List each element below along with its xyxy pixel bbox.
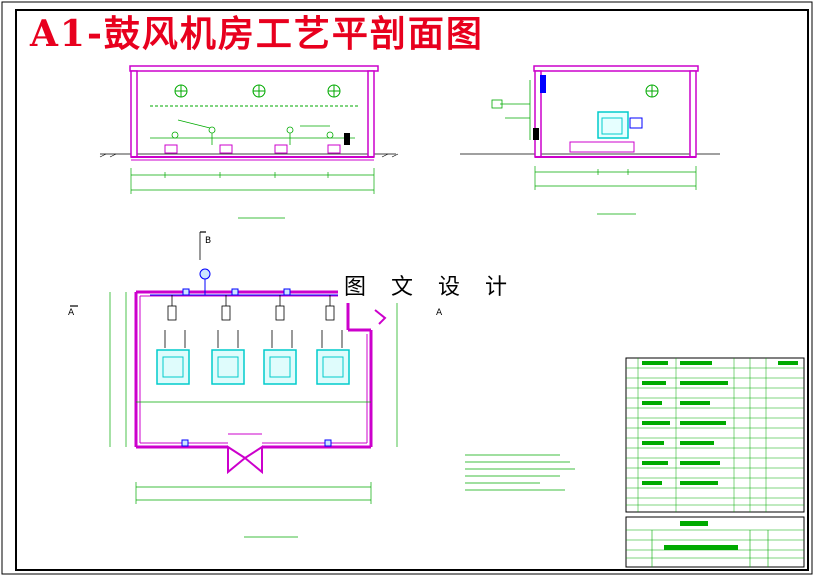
- page-title: A1-鼓风机房工艺平剖面图: [30, 13, 484, 55]
- notes-block: [465, 454, 575, 491]
- floor-plan: B A A: [68, 231, 443, 538]
- blower-unit: [156, 349, 190, 385]
- blower-unit: [263, 349, 297, 385]
- equipment-table: [625, 357, 805, 513]
- roof-slab: [129, 65, 379, 72]
- section-a-a: [99, 65, 399, 219]
- section-b-b: [460, 65, 720, 215]
- main-valve-icon: [199, 268, 211, 280]
- section-label-a-right: A: [436, 308, 443, 318]
- blower-unit: [211, 349, 245, 385]
- section-label-b: B: [205, 236, 211, 246]
- section-label-a-left: A: [68, 308, 75, 318]
- blower-unit: [316, 349, 350, 385]
- title-block: [625, 516, 805, 568]
- inner-frame: [15, 9, 809, 571]
- right-wall: [367, 70, 375, 158]
- watermark-text: 图 文 设 计: [338, 273, 522, 303]
- left-wall: [130, 70, 138, 158]
